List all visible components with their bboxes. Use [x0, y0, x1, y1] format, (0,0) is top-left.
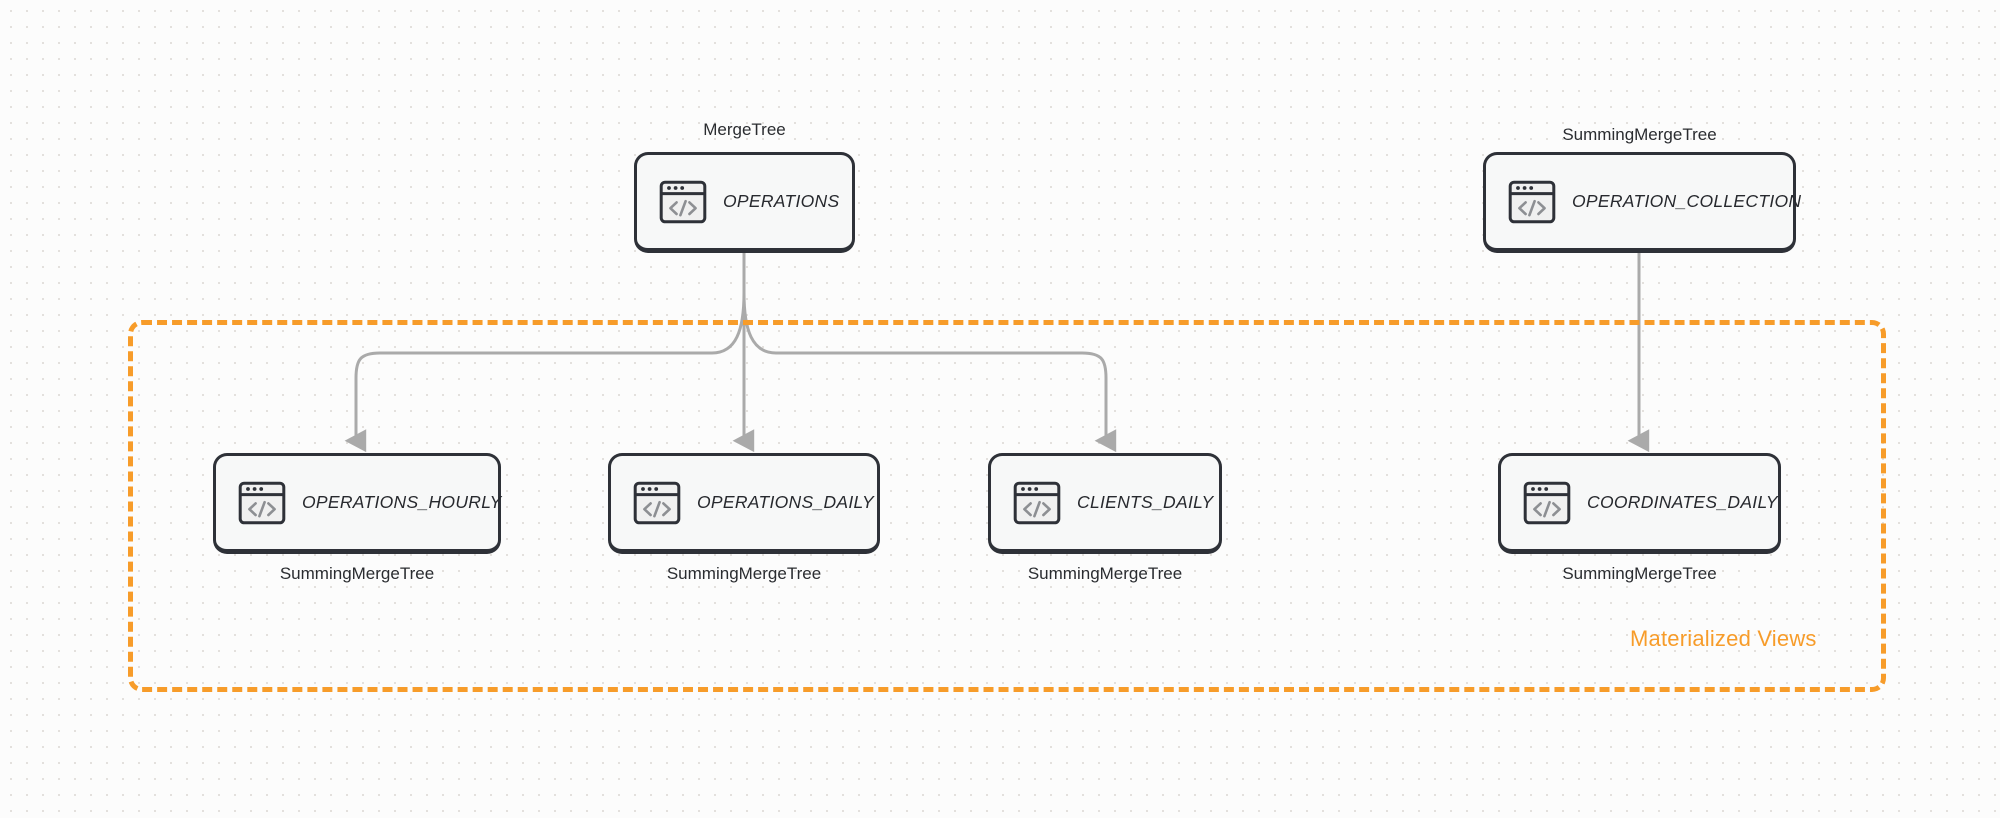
materialized-views-group	[128, 320, 1886, 692]
materialized-views-label: Materialized Views	[1630, 626, 1817, 651]
node-label: OPERATIONS_HOURLY	[302, 492, 502, 512]
node-label: COORDINATES_DAILY	[1587, 492, 1778, 512]
node-label: OPERATIONS	[723, 191, 840, 211]
engine-caption-operations: MergeTree	[703, 120, 786, 139]
node-label: OPERATION_COLLECTION	[1572, 191, 1802, 211]
code-window-icon	[633, 481, 681, 525]
node-operations_hourly[interactable]: OPERATIONS_HOURLY	[213, 453, 501, 554]
node-operations[interactable]: OPERATIONS	[634, 152, 855, 253]
engine-caption-clients_daily: SummingMergeTree	[1027, 564, 1183, 583]
node-operations_daily[interactable]: OPERATIONS_DAILY	[608, 453, 880, 554]
engine-caption-operations_hourly: SummingMergeTree	[279, 564, 435, 583]
code-window-icon	[659, 180, 707, 224]
node-coordinates_daily[interactable]: COORDINATES_DAILY	[1498, 453, 1781, 554]
code-window-icon	[1508, 180, 1556, 224]
code-window-icon	[1013, 481, 1061, 525]
engine-caption-operation_collection: SummingMergeTree	[1562, 125, 1717, 144]
node-operation_collection[interactable]: OPERATION_COLLECTION	[1483, 152, 1801, 253]
code-window-icon	[1523, 481, 1571, 525]
engine-caption-coordinates_daily: SummingMergeTree	[1562, 564, 1717, 583]
node-clients_daily[interactable]: CLIENTS_DAILY	[988, 453, 1222, 554]
node-label: CLIENTS_DAILY	[1077, 492, 1214, 512]
node-label: OPERATIONS_DAILY	[697, 492, 874, 512]
code-window-icon	[238, 481, 286, 525]
engine-caption-operations_daily: SummingMergeTree	[666, 564, 822, 583]
